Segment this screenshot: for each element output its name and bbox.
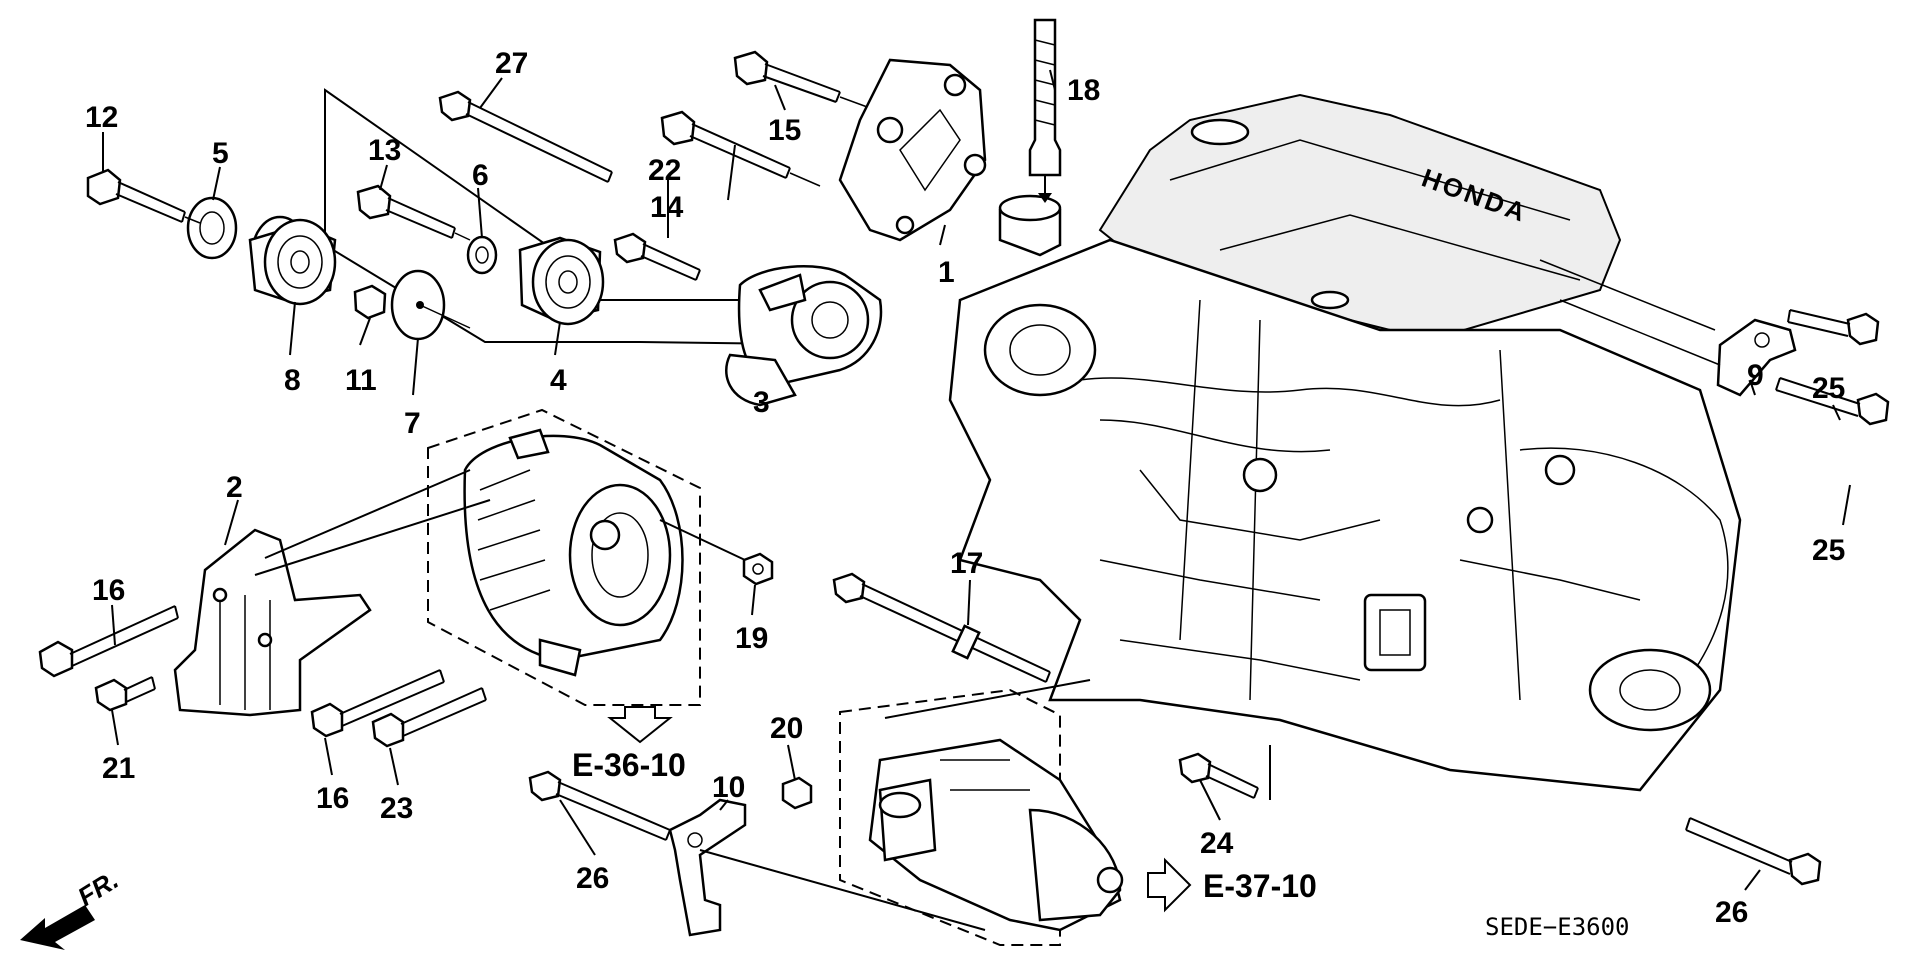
callout-7[interactable]: 7 (404, 407, 421, 440)
callout-20[interactable]: 20 (770, 712, 803, 745)
alternator-ref-label[interactable]: E-36-10 (572, 747, 686, 783)
engine-mount-bracket (838, 58, 987, 242)
callout-26-left[interactable]: 26 (576, 862, 609, 895)
leader-line (264, 469, 471, 559)
callout-26-right[interactable]: 26 (1715, 896, 1748, 929)
front-direction-arrow (20, 905, 95, 950)
callout-13[interactable]: 13 (368, 134, 401, 167)
starter-ref-arrow (1147, 857, 1192, 913)
front-direction-label: FR. (72, 864, 123, 912)
callout-11[interactable]: 11 (345, 364, 377, 397)
engine-assembly: HONDA (948, 93, 1742, 792)
callout-1[interactable]: 1 (938, 256, 955, 289)
leader-line (254, 499, 491, 576)
idler-pulley-4 (518, 236, 605, 326)
callout-4[interactable]: 4 (550, 364, 567, 397)
callout-25-upper[interactable]: 25 (1812, 372, 1845, 405)
pulley-cover-7 (390, 269, 471, 341)
callout-16-upper[interactable]: 16 (92, 574, 125, 607)
callout-15[interactable]: 15 (768, 114, 801, 147)
callout-10[interactable]: 10 (712, 771, 745, 804)
drawing-code: SEDE−E3600 (1485, 913, 1630, 941)
bolts (38, 18, 1890, 886)
alternator-bracket (173, 528, 372, 717)
alternator (427, 408, 746, 706)
callout-12[interactable]: 12 (85, 101, 118, 134)
callout-5[interactable]: 5 (212, 137, 229, 170)
callout-21[interactable]: 21 (102, 752, 135, 785)
callout-9[interactable]: 9 (1747, 359, 1764, 392)
callout-24[interactable]: 24 (1200, 827, 1234, 860)
callout-23[interactable]: 23 (380, 792, 413, 825)
nut-11 (353, 284, 387, 320)
tensioner-group (324, 88, 883, 407)
callout-27[interactable]: 27 (495, 47, 528, 80)
callout-6[interactable]: 6 (472, 159, 489, 192)
callout-numbers: 1 2 3 4 5 6 7 8 9 10 11 12 13 14 15 16 1… (85, 47, 1845, 929)
callout-3[interactable]: 3 (753, 386, 770, 419)
callout-2[interactable]: 2 (226, 471, 243, 504)
idler-pulley-8 (248, 215, 337, 306)
callout-18[interactable]: 18 (1067, 74, 1100, 107)
starter-motor (839, 679, 1124, 946)
callout-17[interactable]: 17 (950, 547, 983, 580)
callout-25-lower[interactable]: 25 (1812, 534, 1845, 567)
callout-22[interactable]: 22 (648, 154, 681, 187)
pulley-cap-6 (466, 235, 498, 275)
pulley-cap-5 (186, 196, 238, 260)
bracket-9 (1539, 259, 1797, 397)
callout-16-lower[interactable]: 16 (316, 782, 349, 815)
callout-8[interactable]: 8 (284, 364, 301, 397)
bracket-10 (668, 798, 986, 937)
alternator-ref-arrow (607, 706, 673, 744)
callout-14[interactable]: 14 (650, 191, 684, 224)
starter-ref-label[interactable]: E-37-10 (1203, 868, 1317, 904)
leader-lines (102, 69, 1851, 891)
callout-19[interactable]: 19 (735, 622, 768, 655)
